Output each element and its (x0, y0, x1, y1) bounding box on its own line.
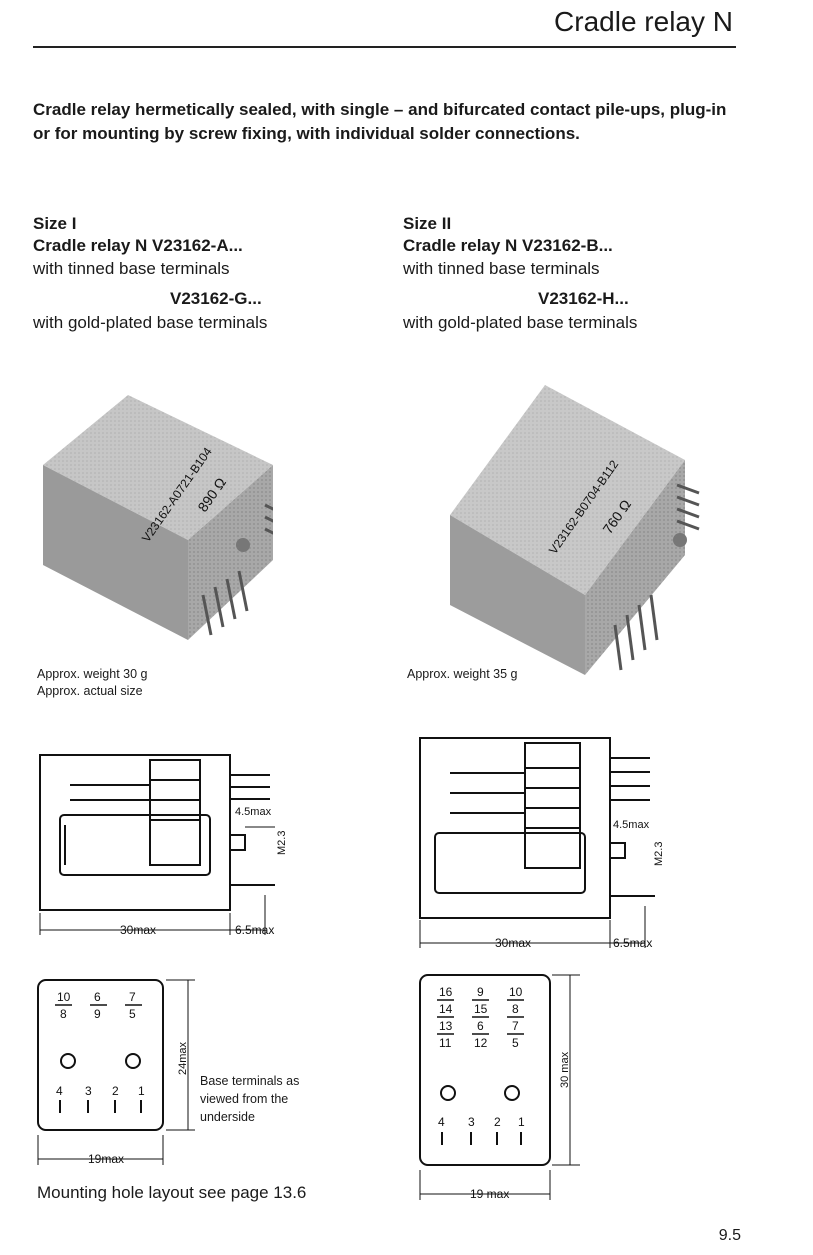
base1-hole-left (60, 1053, 76, 1069)
base1-mid-2: 9 (94, 1007, 101, 1021)
relay-photo-size2: V23162-B0704-B112 760 Ω (415, 375, 715, 675)
base-terminal-note: Base terminals as viewed from the unders… (200, 1074, 300, 1124)
header-rule (33, 46, 736, 48)
size1-dim-screw: M2.3 (276, 831, 288, 855)
size1-dim-pin: 6.5max (235, 923, 274, 937)
base1-bottom-4: 1 (138, 1084, 145, 1098)
size1-dim-base-height: 24max (177, 1041, 189, 1075)
side-drawing-size1: 30max 6.5max 4.5max M2.3 (39, 754, 288, 937)
base2-r4-1: 11 (439, 1036, 452, 1050)
base1-top-3: 7 (129, 990, 136, 1004)
size1-dim-base-width: 19max (88, 1152, 124, 1166)
size2-dim-base-height: 30 max (559, 1051, 571, 1088)
base1-bottom-2: 3 (85, 1084, 92, 1098)
base2-r4-3: 5 (512, 1036, 519, 1050)
base1-mid-3: 5 (129, 1007, 136, 1021)
size1-tinned: with tinned base terminals (33, 259, 230, 278)
base1-hole-right (125, 1053, 141, 1069)
base-layout-size1: 10 6 7 8 9 5 4 3 2 1 19max 24max (37, 979, 195, 1166)
size2-dim-base-width: 19 max (470, 1187, 509, 1201)
base2-r2-1: 14 (439, 1002, 453, 1016)
size1-dim-length: 30max (120, 923, 156, 937)
relay-photo-size1: V23162-A0721-B104 890 Ω (33, 355, 273, 655)
size2-dim-pin: 6.5max (613, 936, 652, 950)
base2-bottom-4: 1 (518, 1115, 525, 1129)
size1-weight: Approx. weight 30 g (37, 667, 148, 681)
size2-tinned: with tinned base terminals (403, 259, 600, 278)
base2-bottom-1: 4 (438, 1115, 445, 1129)
base2-hole-right (504, 1085, 520, 1101)
base1-bottom-3: 2 (112, 1084, 119, 1098)
size1-type: Cradle relay N V23162-A... (33, 236, 243, 255)
base2-r2-3: 8 (512, 1002, 519, 1016)
page-title: Cradle relay N (554, 6, 733, 37)
size2-weight: Approx. weight 35 g (407, 667, 518, 681)
size1-gold: with gold-plated base terminals (33, 313, 268, 332)
base1-bottom-1: 4 (56, 1084, 63, 1098)
size2-heading: Size II (403, 214, 452, 233)
size2-dim-pin-small: 4.5max (613, 819, 650, 831)
base2-r1-1: 16 (439, 985, 453, 999)
size2-type: Cradle relay N V23162-B... (403, 236, 613, 255)
base2-hole-left (440, 1085, 456, 1101)
base2-r3-1: 13 (439, 1019, 453, 1033)
size2-gold: with gold-plated base terminals (403, 313, 638, 332)
base2-r3-3: 7 (512, 1019, 519, 1033)
base2-bottom-2: 3 (468, 1115, 475, 1129)
base2-bottom-3: 2 (494, 1115, 501, 1129)
base1-mid-1: 8 (60, 1007, 67, 1021)
size2-gold-type: V23162-H... (538, 289, 629, 308)
size1-actual-size: Approx. actual size (37, 684, 143, 698)
size1-heading: Size I (33, 214, 77, 233)
intro-text: Cradle relay hermetically sealed, with s… (33, 100, 727, 143)
mounting-note: Mounting hole layout see page 13.6 (37, 1183, 307, 1202)
base2-r1-3: 10 (509, 985, 523, 999)
base2-r1-2: 9 (477, 985, 484, 999)
size2-dim-screw: M2.3 (653, 842, 665, 866)
base2-r2-2: 15 (474, 1002, 488, 1016)
base1-top-2: 6 (94, 990, 101, 1004)
size1-dim-pin-small: 4.5max (235, 806, 272, 818)
side-drawing-size2: 30max 6.5max 4.5max M2.3 (419, 737, 665, 950)
size1-gold-type: V23162-G... (170, 289, 262, 308)
page-number: 9.5 (718, 1227, 741, 1244)
base2-r4-2: 12 (474, 1036, 488, 1050)
base1-top-1: 10 (57, 990, 71, 1004)
base2-r3-2: 6 (477, 1019, 484, 1033)
base-layout-size2: 16 9 10 14 15 8 13 6 7 11 12 5 4 3 2 1 1… (419, 974, 580, 1201)
size2-dim-length: 30max (495, 936, 531, 950)
